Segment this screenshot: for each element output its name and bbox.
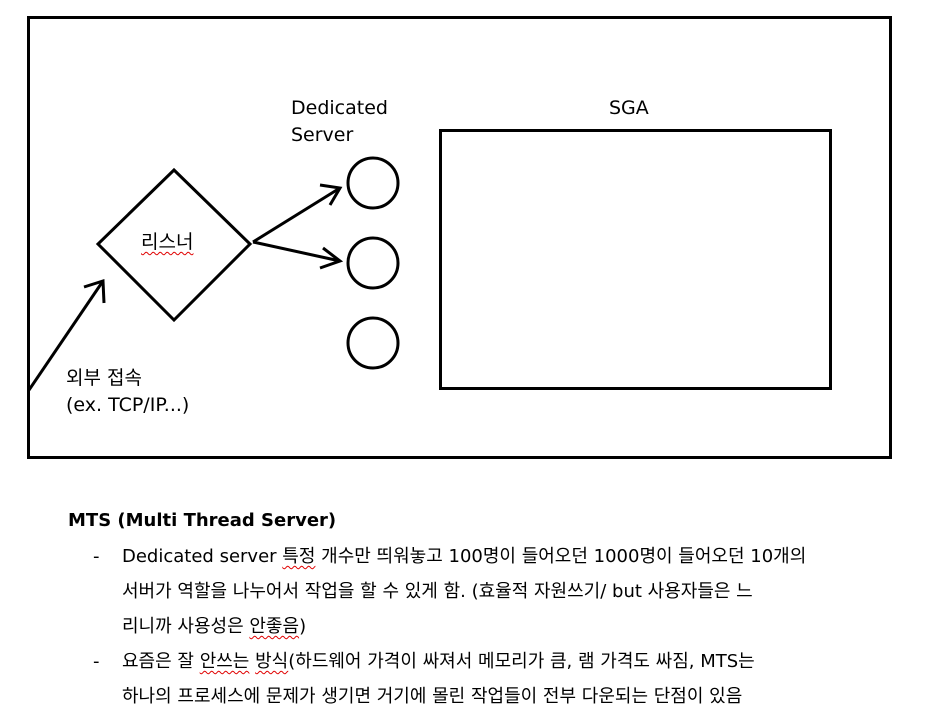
dedicated-server-process-1 — [346, 156, 400, 210]
bullet1-text: 리니까 사용성은 — [122, 616, 250, 637]
oracle-instance-box — [27, 16, 892, 459]
bullet2-line1: 요즘은 잘 안쓰는 방식(하드웨어 가격이 싸져서 메모리가 큼, 램 가격도 … — [122, 644, 928, 679]
listener-diamond — [95, 167, 253, 323]
bullet1-text: ) — [299, 616, 307, 637]
notes-section: MTS (Multi Thread Server) - Dedicated se… — [68, 507, 928, 714]
listener-to-server2-arrow — [252, 240, 344, 270]
spellcheck-word: 안좋음 — [249, 616, 300, 637]
bullet-marker: - — [93, 651, 100, 672]
bullet2-text: (하드웨어 가격이 싸져서 메모리가 큼, 램 가격도 싸짐, MTS는 — [288, 651, 755, 672]
external-connection-label: 외부 접속 (ex. TCP/IP...) — [66, 365, 189, 419]
architecture-diagram — [27, 16, 892, 459]
bullet1-line1: Dedicated server 특정 개수만 띄워놓고 100명이 들어오던 … — [122, 539, 928, 574]
bullet-item-2: - 요즘은 잘 안쓰는 방식(하드웨어 가격이 싸져서 메모리가 큼, 램 가격… — [68, 644, 928, 714]
dedicated-server-process-2 — [346, 236, 400, 290]
listener-to-server1-arrow — [252, 183, 343, 244]
bullet1-line2: 서버가 역할을 나누어서 작업을 할 수 있게 함. (효율적 자원쓰기/ bu… — [122, 581, 753, 602]
spellcheck-word: 방식 — [255, 651, 289, 672]
bullet1-text: 개수만 띄워놓고 100명이 들어오던 1000명이 들어오던 10개의 — [315, 546, 807, 567]
spellcheck-word: 안쓰는 — [199, 651, 250, 672]
external-label-line1: 외부 접속 — [66, 367, 142, 389]
bullet1-line3: 리니까 사용성은 안좋음) — [122, 609, 928, 644]
bullet-marker: - — [93, 546, 100, 567]
dedicated-label-line1: Dedicated — [291, 97, 388, 119]
section-heading: MTS (Multi Thread Server) — [68, 510, 337, 531]
dedicated-server-process-3 — [346, 316, 400, 370]
spellcheck-word: 특정 — [282, 546, 316, 567]
sga-box — [439, 129, 832, 390]
bullet2-line2: 하나의 프로세스에 문제가 생기면 거기에 몰린 작업들이 전부 다운되는 단점… — [122, 686, 743, 707]
sga-label: SGA — [609, 97, 649, 119]
dedicated-server-label: Dedicated Server — [291, 95, 388, 149]
bullet1-text: Dedicated server — [122, 546, 283, 567]
external-label-line2: (ex. TCP/IP...) — [66, 394, 190, 416]
bullet2-text: 요즘은 잘 — [122, 651, 200, 672]
dedicated-label-line2: Server — [291, 124, 354, 146]
external-connection-arrow — [27, 278, 106, 391]
bullet-item-1: - Dedicated server 특정 개수만 띄워놓고 100명이 들어오… — [68, 539, 928, 644]
listener-label: 리스너 — [141, 231, 194, 253]
